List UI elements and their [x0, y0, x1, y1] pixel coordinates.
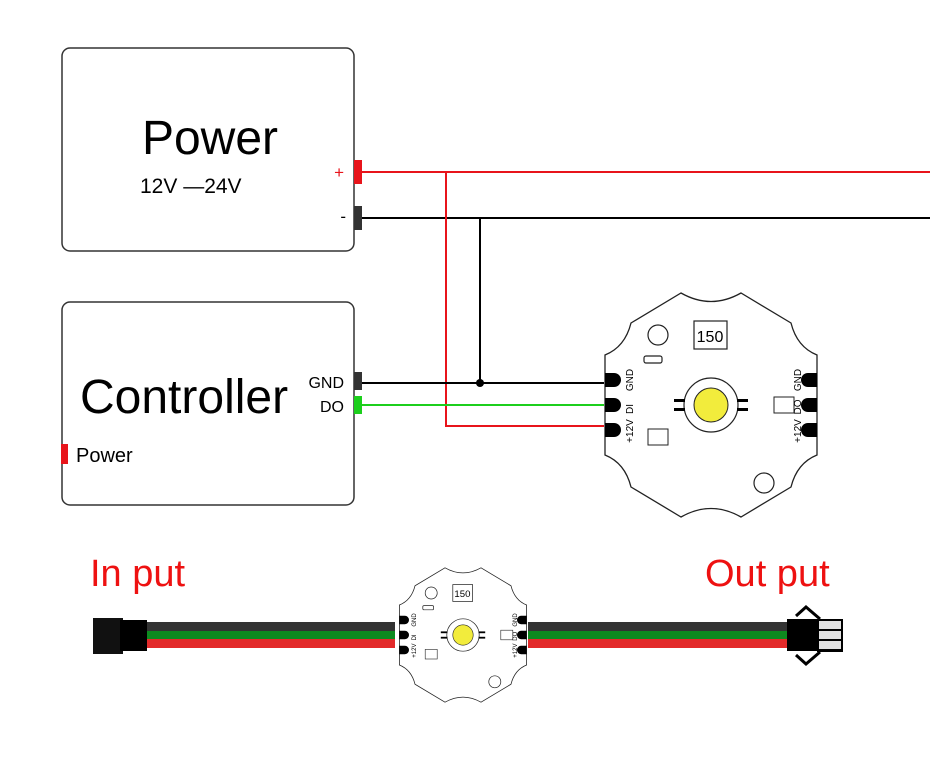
ground-junction-dot — [476, 379, 484, 387]
cable-led-input-pin-di: DI — [412, 634, 418, 640]
output-connector — [787, 605, 843, 666]
controller-power-label: Power — [76, 445, 133, 467]
controller-title: Controller — [80, 371, 288, 424]
controller-port-gnd — [354, 372, 362, 390]
led-output-pin-gnd: GND — [793, 369, 804, 391]
cable-led-output-pin-12v: +12V — [513, 644, 519, 658]
led-power-wire — [445, 172, 604, 427]
cable-led-input-pin-12v: +12V — [412, 644, 418, 658]
led-input-pin-gnd: GND — [625, 369, 636, 391]
controller-port-do-label: DO — [320, 399, 344, 416]
controller-port-gnd-label: GND — [308, 375, 344, 392]
terminal-positive — [354, 160, 362, 184]
cable-led-input-pin-gnd: GND — [412, 613, 418, 627]
led-module: 150 GND DI +12V GND DO +12V — [604, 292, 818, 518]
output-label: Out put — [705, 553, 830, 595]
input-cable — [145, 622, 395, 648]
led-output-pin-12v: +12V — [793, 419, 804, 443]
power-supply-box — [61, 47, 355, 252]
cable-led-module: 150 GND DI +12V GND DO +12V — [399, 567, 527, 703]
controller-power-port — [61, 444, 68, 464]
terminal-negative-label: - — [340, 207, 346, 226]
led-module-marking: 150 — [697, 329, 724, 346]
output-cable — [528, 622, 790, 648]
led-output-pin-do: DO — [793, 399, 804, 414]
power-voltage-range: 12V —24V — [140, 175, 242, 198]
power-supply-title: Power — [142, 112, 278, 165]
led-input-pin-12v: +12V — [625, 419, 636, 443]
terminal-negative — [354, 206, 362, 230]
cable-led-output-pin-gnd: GND — [513, 613, 519, 627]
cable-led-output-pin-do: DO — [513, 631, 519, 640]
cable-led-module-marking: 150 — [454, 589, 470, 600]
controller-port-do — [354, 396, 362, 414]
terminal-positive-label: + — [334, 163, 344, 182]
input-connector — [93, 618, 147, 654]
led-input-pin-di: DI — [625, 404, 636, 414]
input-label: In put — [90, 553, 186, 595]
